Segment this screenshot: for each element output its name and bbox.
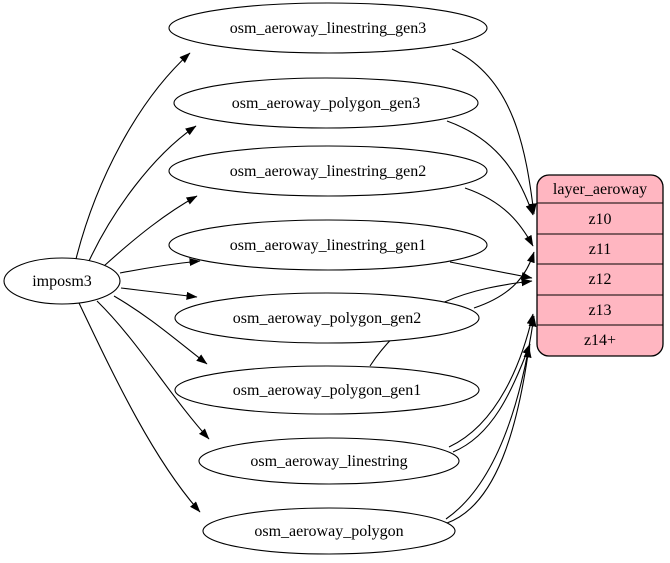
node-osm-aeroway-linestring: osm_aeroway_linestring: [198, 437, 460, 485]
table-label: osm_aeroway_polygon_gen1: [233, 382, 421, 399]
table-label: osm_aeroway_linestring_gen2: [230, 163, 426, 180]
edge-imposm3-to-osm-aeroway-linestring: [96, 300, 210, 440]
row-z11-label: z11: [589, 241, 612, 258]
table-label: osm_aeroway_polygon_gen2: [233, 310, 421, 327]
row-z13-label: z13: [588, 302, 611, 319]
edge-osm-aeroway-polygon-to-z14: [446, 346, 532, 524]
row-z10-label: z10: [588, 211, 611, 228]
table-ellipse: [174, 365, 480, 415]
node-osm-aeroway-polygon-gen3: osm_aeroway_polygon_gen3: [173, 77, 479, 129]
table-label: osm_aeroway_linestring_gen3: [230, 20, 426, 37]
edge-osm-aeroway-polygon-gen3-to-z10: [446, 120, 534, 216]
imposm3-ellipse: [3, 257, 121, 305]
edge-imposm3-to-osm-aeroway-linestring-gen2: [103, 195, 198, 267]
node-osm-aeroway-linestring-gen2: osm_aeroway_linestring_gen2: [168, 145, 488, 197]
edge-osm-aeroway-linestring-gen1-to-z12: [449, 261, 533, 280]
node-layer-aeroway: layer_aeroway z10 z11 z12 z13 z14+: [536, 174, 664, 357]
table-ellipse: [198, 437, 460, 485]
node-osm-aeroway-linestring-gen1: osm_aeroway_linestring_gen1: [168, 219, 488, 271]
table-ellipse: [202, 507, 456, 555]
edge-imposm3-to-osm-aeroway-linestring-gen3: [75, 52, 191, 260]
edge-imposm3-to-osm-aeroway-polygon-gen2: [120, 287, 198, 300]
edge-imposm3-to-osm-aeroway-linestring-gen1: [119, 258, 201, 274]
edge-osm-aeroway-linestring-gen3-to-z10: [451, 48, 537, 215]
edge-osm-aeroway-linestring-to-z13: [448, 313, 535, 448]
layer-aeroway-box: [536, 174, 664, 357]
edge-imposm3-to-osm-aeroway-polygon-gen1: [113, 295, 208, 365]
table-ellipse: [174, 292, 480, 344]
table-label: osm_aeroway_polygon_gen3: [232, 95, 420, 112]
edge-imposm3-to-osm-aeroway-polygon: [78, 302, 201, 513]
table-ellipse: [168, 219, 488, 271]
edge-osm-aeroway-polygon-gen2-to-z11: [473, 251, 535, 309]
row-z14-label: z14+: [584, 332, 616, 349]
node-osm-aeroway-polygon-gen1: osm_aeroway_polygon_gen1: [174, 365, 480, 415]
row-z12-label: z12: [588, 271, 611, 288]
table-label: osm_aeroway_polygon: [254, 523, 403, 540]
edge-osm-aeroway-linestring-gen2-to-z11: [464, 187, 534, 247]
table-ellipse: [168, 145, 488, 197]
table-label: osm_aeroway_linestring: [250, 453, 407, 470]
edge-osm-aeroway-linestring-to-z14: [452, 343, 531, 453]
imposm3-label: imposm3: [32, 273, 92, 290]
table-ellipse: [173, 77, 479, 129]
node-imposm3: imposm3: [3, 257, 121, 305]
table-label: osm_aeroway_linestring_gen1: [230, 237, 426, 254]
layer-aeroway-title: layer_aeroway: [553, 181, 647, 198]
node-osm-aeroway-linestring-gen3: osm_aeroway_linestring_gen3: [168, 2, 488, 54]
edge-imposm3-to-osm-aeroway-polygon-gen3: [88, 125, 197, 262]
table-ellipse: [168, 2, 488, 54]
edge-osm-aeroway-polygon-to-z13: [445, 315, 537, 520]
node-osm-aeroway-polygon: osm_aeroway_polygon: [202, 507, 456, 555]
node-osm-aeroway-polygon-gen2: osm_aeroway_polygon_gen2: [174, 292, 480, 344]
